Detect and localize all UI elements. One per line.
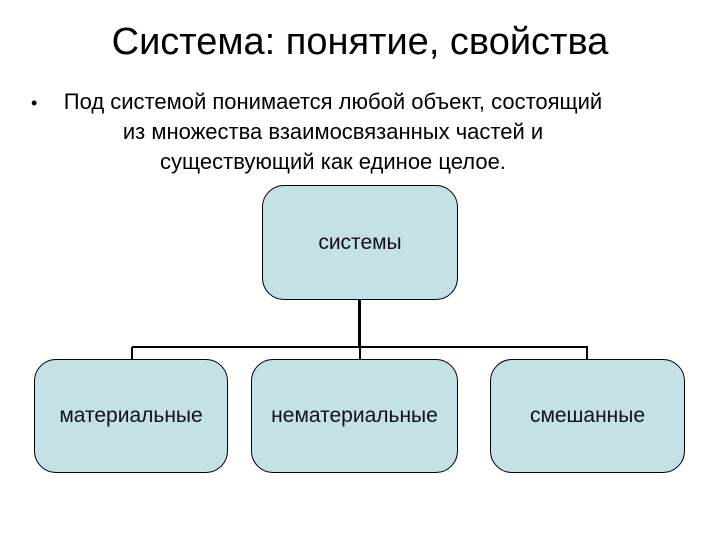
bullet-icon: • — [31, 93, 38, 113]
diagram-box-label: системы — [318, 230, 402, 254]
connector-drop-right — [586, 347, 588, 360]
definition-paragraph: Под системой понимается любой объект, со… — [30, 87, 636, 177]
diagram-box-material: материальные — [34, 359, 228, 473]
definition-line: из множества взаимосвязанных частей и — [122, 119, 544, 144]
diagram-box-systems: системы — [262, 185, 458, 300]
connector-vertical-line — [358, 299, 361, 347]
diagram-box-label: нематериальные — [271, 404, 438, 427]
page-title: Система: понятие, свойства — [111, 21, 609, 63]
diagram-box-label: смешанные — [529, 404, 646, 427]
diagram-box-label: материальные — [59, 404, 203, 427]
definition-line: Под системой понимается любой объект, со… — [63, 89, 603, 114]
connector-drop-center — [359, 347, 361, 360]
definition-line: существующий как единое целое. — [160, 149, 506, 174]
diagram-box-mixed: смешанные — [490, 359, 685, 473]
diagram-box-nonmaterial: нематериальные — [251, 359, 458, 473]
connector-drop-left — [131, 347, 133, 360]
